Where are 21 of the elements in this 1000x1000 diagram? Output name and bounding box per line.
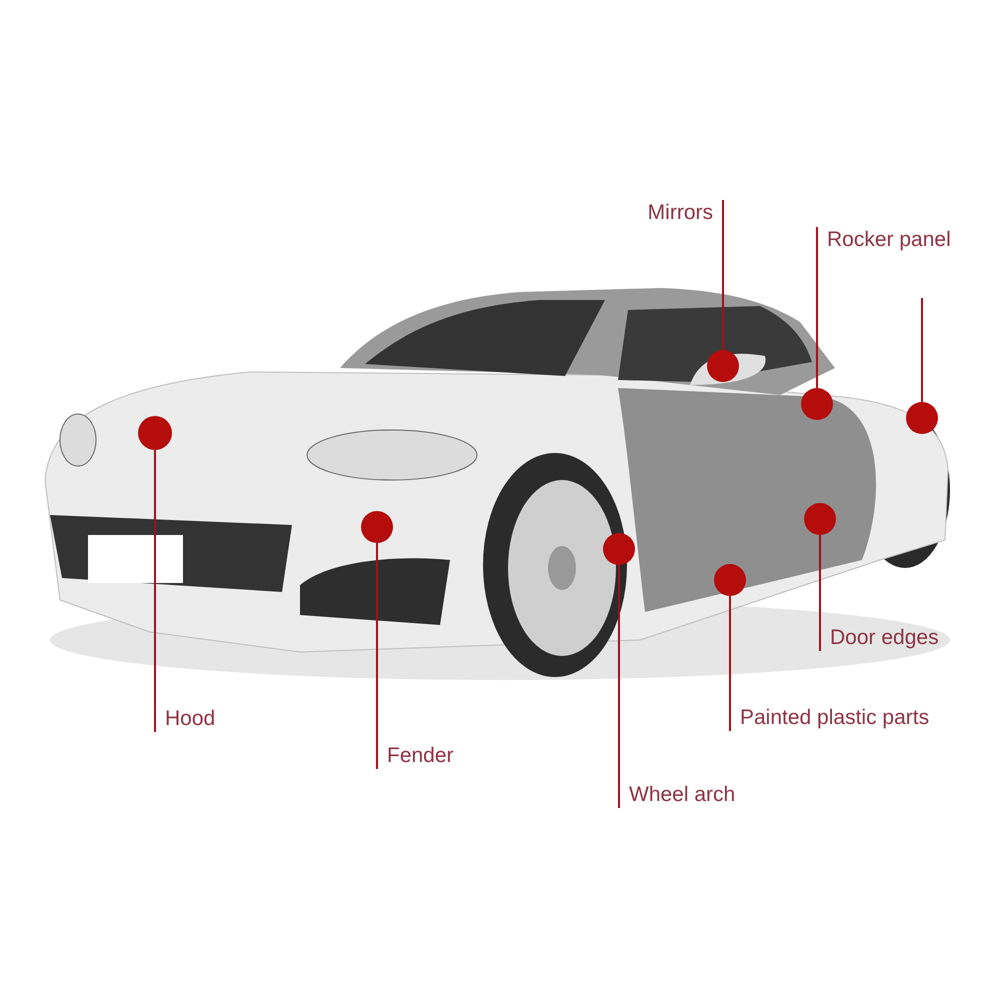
marker-dot — [714, 564, 746, 596]
part-label: Hood — [155, 706, 216, 732]
part-label: Fender — [377, 743, 454, 769]
leader-line — [154, 450, 156, 732]
marker-dot — [906, 402, 938, 434]
marker-dot — [801, 388, 833, 420]
leader-line — [729, 596, 731, 731]
marker-dot — [603, 533, 635, 565]
marker-dot — [804, 503, 836, 535]
marker-dot — [361, 511, 393, 543]
marker-dot — [707, 350, 739, 382]
part-label: Rocker panel — [817, 227, 951, 253]
part-label: Painted plastic parts — [730, 705, 930, 731]
leader-line — [921, 298, 923, 402]
marker-dot — [138, 416, 172, 450]
part-label: Wheel arch — [619, 782, 736, 808]
leader-line — [816, 227, 818, 388]
leader-line — [722, 200, 724, 350]
part-label: Door edges — [820, 625, 939, 651]
leader-line — [819, 535, 821, 651]
part-label: Mirrors — [648, 200, 723, 226]
